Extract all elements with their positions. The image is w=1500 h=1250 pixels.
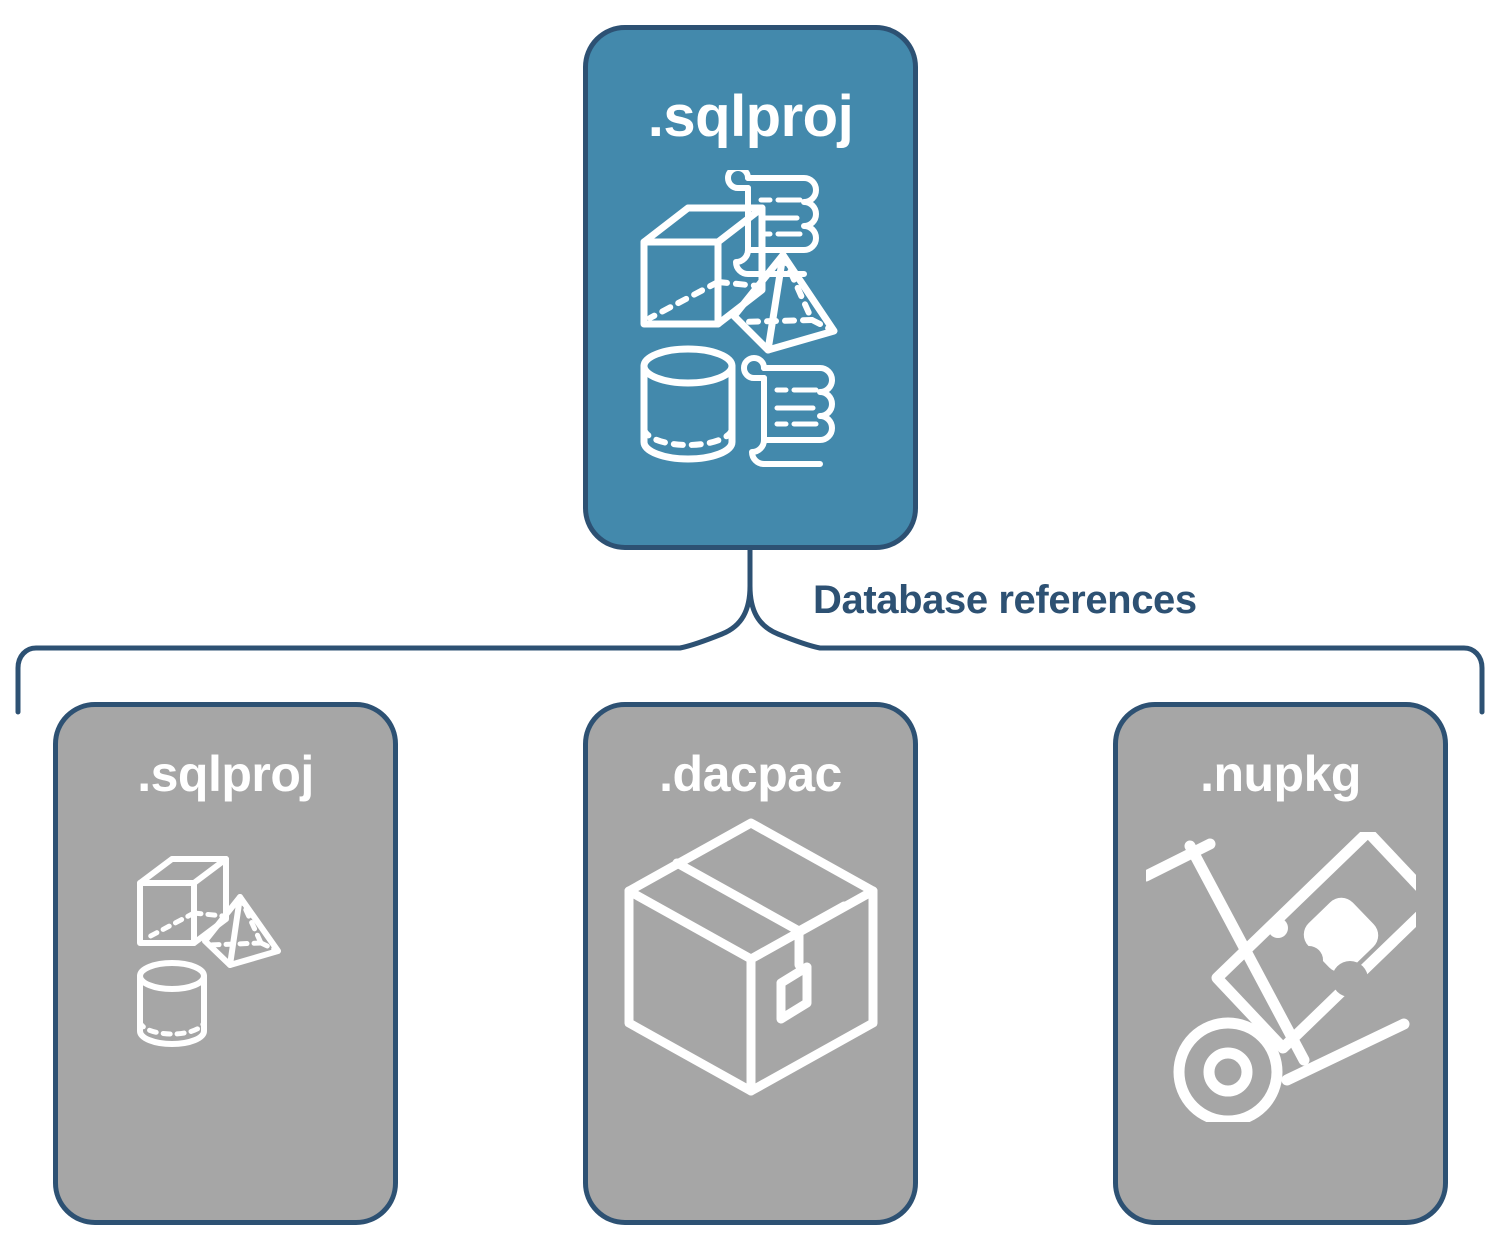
node-title: .sqlproj bbox=[647, 84, 854, 149]
node-card-sqlproj-root[interactable]: .sqlproj bbox=[583, 25, 918, 550]
connector-label: Database references bbox=[813, 578, 1197, 622]
hand-truck-icon bbox=[1145, 832, 1416, 1122]
cube-icon bbox=[640, 204, 765, 328]
cylinder-icon bbox=[136, 960, 207, 1047]
cylinder-icon bbox=[640, 345, 735, 463]
node-card-dacpac[interactable]: .dacpac bbox=[583, 702, 918, 1225]
node-icon-group bbox=[1118, 832, 1443, 1122]
pyramid-icon bbox=[730, 251, 837, 354]
node-title: .nupkg bbox=[1200, 746, 1361, 802]
pyramid-icon bbox=[201, 894, 281, 968]
node-icon-group bbox=[58, 837, 393, 1067]
node-card-nupkg[interactable]: .nupkg bbox=[1113, 702, 1448, 1225]
node-icon-group bbox=[588, 817, 913, 1097]
scroll-icon bbox=[724, 170, 819, 277]
package-box-icon bbox=[624, 818, 877, 1096]
node-title: .sqlproj bbox=[137, 746, 314, 802]
scroll-icon bbox=[740, 355, 835, 467]
node-icon-group bbox=[588, 170, 913, 470]
database-references-bracket bbox=[15, 547, 1485, 715]
node-title: .dacpac bbox=[659, 746, 842, 802]
node-card-sqlproj-reference[interactable]: .sqlproj bbox=[53, 702, 398, 1225]
